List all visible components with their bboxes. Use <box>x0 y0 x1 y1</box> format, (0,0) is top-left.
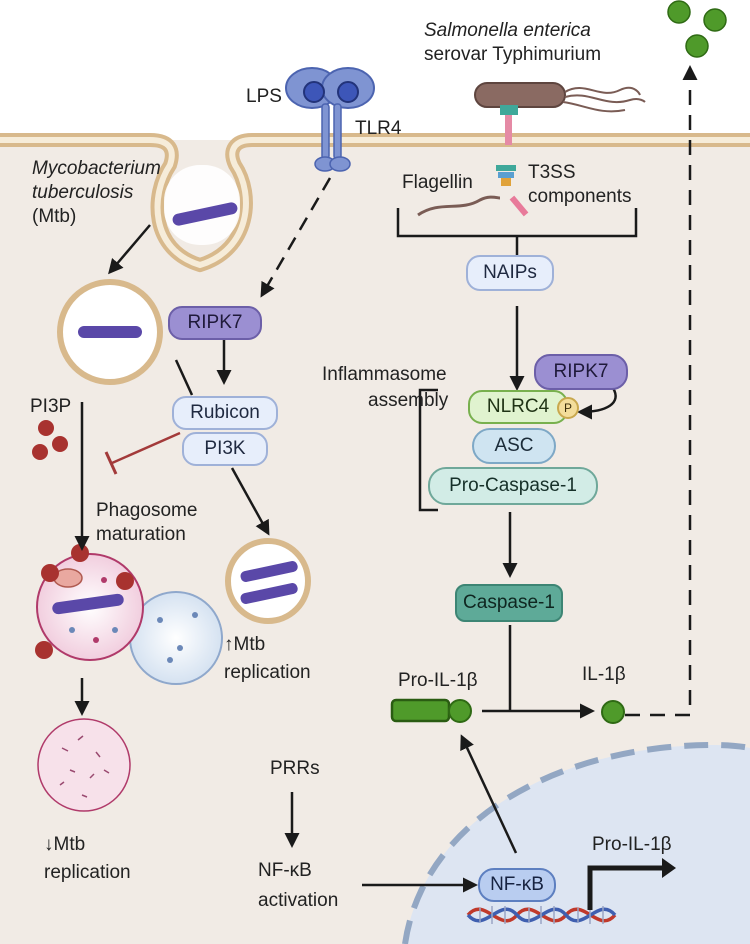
asc-node: ASC <box>472 428 556 464</box>
flagellin-fragment <box>417 195 501 217</box>
inflammasome-assembly-label: assembly <box>368 390 449 411</box>
naips-node: NAIPs <box>466 255 554 291</box>
mtb-replicating-vesicle <box>225 538 311 624</box>
pro-il1b-prodomain <box>390 698 451 723</box>
up-mtb-label: ↑Mtb <box>224 634 266 655</box>
salmonella-label: Salmonella enterica <box>424 20 591 41</box>
inflammasome-label: Inflammasome <box>322 364 447 385</box>
t3ss-components <box>496 165 529 217</box>
line-phagosome-rubicon <box>174 359 194 396</box>
pi3p-label: PI3P <box>30 396 72 417</box>
pi3p-bead-1 <box>38 420 54 436</box>
transcription-arrowhead <box>662 858 676 878</box>
il1b-secreted-3 <box>685 34 709 58</box>
salmonella-bacterium <box>474 82 646 145</box>
il1b-mature <box>601 700 625 724</box>
transcription-start-arrow <box>587 865 666 910</box>
nfkb-activation-label: NF-κB <box>258 860 312 881</box>
pi3p-bead-2 <box>32 444 48 460</box>
ripk7-node-right: RIPK7 <box>534 354 628 390</box>
inflammasome-bracket <box>418 388 438 512</box>
prrs-label: PRRs <box>270 758 320 779</box>
il1b-secreted-2 <box>703 8 727 32</box>
maturation-label: maturation <box>96 524 186 545</box>
t3ss-components-label: components <box>528 186 632 207</box>
arrow-ripk7-phosphorylation <box>577 387 617 420</box>
phagolysosome <box>35 544 223 685</box>
arrow-il1b-secretion <box>625 65 698 717</box>
arrow-cleavage <box>482 625 592 711</box>
caspase1-node: Caspase-1 <box>455 584 563 622</box>
arrow-nfkb-proil1b <box>460 734 518 854</box>
tlr4-label: TLR4 <box>355 118 402 139</box>
mtb-in-phagosome <box>78 326 142 338</box>
tlr4-receptor <box>285 67 375 172</box>
inhibition-bar <box>104 451 118 475</box>
inhibition-pi3k <box>111 431 181 465</box>
il1b-label: IL-1β <box>582 664 626 685</box>
pi3k-node: PI3K <box>182 432 268 466</box>
phagosome-label: Phagosome <box>96 500 198 521</box>
mtb-label-line2: tuberculosis <box>32 182 134 203</box>
pi3p-bead-3 <box>52 436 68 452</box>
down-mtb-replication-label: replication <box>44 862 131 883</box>
nlrc4-node: NLRC4 <box>468 390 568 424</box>
plasma-membrane-inner <box>0 137 750 269</box>
pro-il1b-label: Pro-IL-1β <box>398 670 478 691</box>
lps-label: LPS <box>246 86 282 107</box>
degraded-mtb-vesicle <box>37 718 131 812</box>
procaspase1-node: Pro-Caspase-1 <box>428 467 598 505</box>
salmonella-serovar-label: serovar Typhimurium <box>424 44 602 65</box>
down-mtb-label: ↓Mtb <box>44 834 86 855</box>
activation-label: activation <box>258 890 339 911</box>
ripk7-node-left: RIPK7 <box>168 306 262 340</box>
flagellin-label: Flagellin <box>402 172 473 193</box>
mtb-entering <box>172 202 238 226</box>
pit-lumen <box>164 165 240 245</box>
nfkb-node: NF-κB <box>478 868 556 902</box>
pro-il1b-mature-domain <box>448 699 472 723</box>
pro-il1b-gene-label: Pro-IL-1β <box>592 834 672 855</box>
arrow-pi3k-replication <box>230 467 270 536</box>
t3ss-label: T3SS <box>528 162 576 183</box>
il1b-secreted-1 <box>667 0 691 24</box>
nuclear-envelope <box>402 741 750 944</box>
mtb-label-line3: (Mtb) <box>32 206 77 227</box>
detection-bracket <box>396 208 638 258</box>
mtb-label-line1: Mycobacterium <box>32 158 161 179</box>
up-mtb-replication-label: replication <box>224 662 311 683</box>
phosphate-badge: P <box>557 397 579 419</box>
arrow-mtb-entry <box>108 224 151 275</box>
rubicon-node: Rubicon <box>172 396 278 430</box>
